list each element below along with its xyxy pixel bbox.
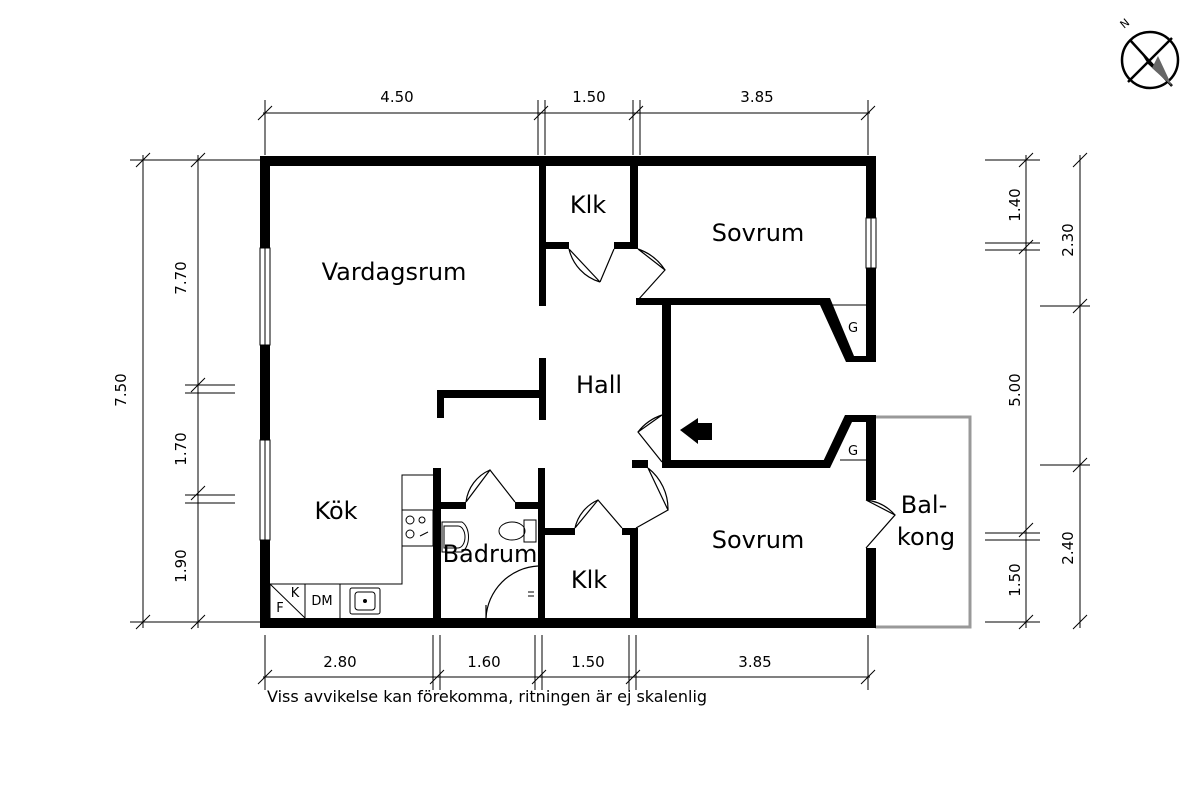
dim-left-1: 7.70 <box>172 261 190 294</box>
dim-top-1: 4.50 <box>380 88 413 106</box>
dim-right-outer-1: 2.30 <box>1059 223 1077 256</box>
dim-right-inner-3: 1.50 <box>1006 563 1024 596</box>
dim-left-3: 1.90 <box>172 549 190 582</box>
fridge-label: K <box>291 586 300 601</box>
dim-right-inner-1: 1.40 <box>1006 188 1024 221</box>
entrance-arrow-icon <box>680 418 712 444</box>
bathroom-fixtures <box>441 519 537 597</box>
walls <box>260 156 876 628</box>
windows <box>259 217 877 541</box>
wardrobe-label-top: G <box>848 321 858 336</box>
dimension-lines <box>130 100 1090 690</box>
dim-left-2: 1.70 <box>172 432 190 465</box>
dim-bottom-1: 2.80 <box>323 653 356 671</box>
dim-bottom-3: 1.50 <box>571 653 604 671</box>
dim-right-outer-2: 2.40 <box>1059 531 1077 564</box>
wardrobe-label-bottom: G <box>848 444 858 459</box>
dishwasher-label: DM <box>311 594 332 609</box>
dim-left-total: 7.50 <box>112 373 130 406</box>
room-label-sovrum-top: Sovrum <box>712 219 805 247</box>
doors <box>465 248 896 619</box>
room-label-vardagsrum: Vardagsrum <box>322 258 467 286</box>
room-label-sovrum-bottom: Sovrum <box>712 526 805 554</box>
disclaimer-text: Viss avvikelse kan förekomma, ritningen … <box>267 687 707 706</box>
wardrobes <box>830 304 866 461</box>
room-label-kok: Kök <box>314 497 357 525</box>
freezer-label: F <box>276 601 283 616</box>
room-label-hall: Hall <box>576 371 622 399</box>
dim-top-3: 3.85 <box>740 88 773 106</box>
dim-bottom-4: 3.85 <box>738 653 771 671</box>
balcony-outline <box>875 415 972 629</box>
room-label-badrum: Badrum <box>443 540 538 568</box>
dim-top-2: 1.50 <box>572 88 605 106</box>
room-label-klk-bottom: Klk <box>571 566 607 594</box>
dim-right-inner-2: 5.00 <box>1006 373 1024 406</box>
compass-icon: N <box>1118 16 1180 90</box>
kitchen-counter <box>269 474 434 619</box>
compass-label: N <box>1118 16 1133 31</box>
room-label-balkong-1: Bal- <box>901 491 948 519</box>
room-label-balkong-2: kong <box>897 523 955 551</box>
dim-bottom-2: 1.60 <box>467 653 500 671</box>
room-label-klk-top: Klk <box>570 191 606 219</box>
